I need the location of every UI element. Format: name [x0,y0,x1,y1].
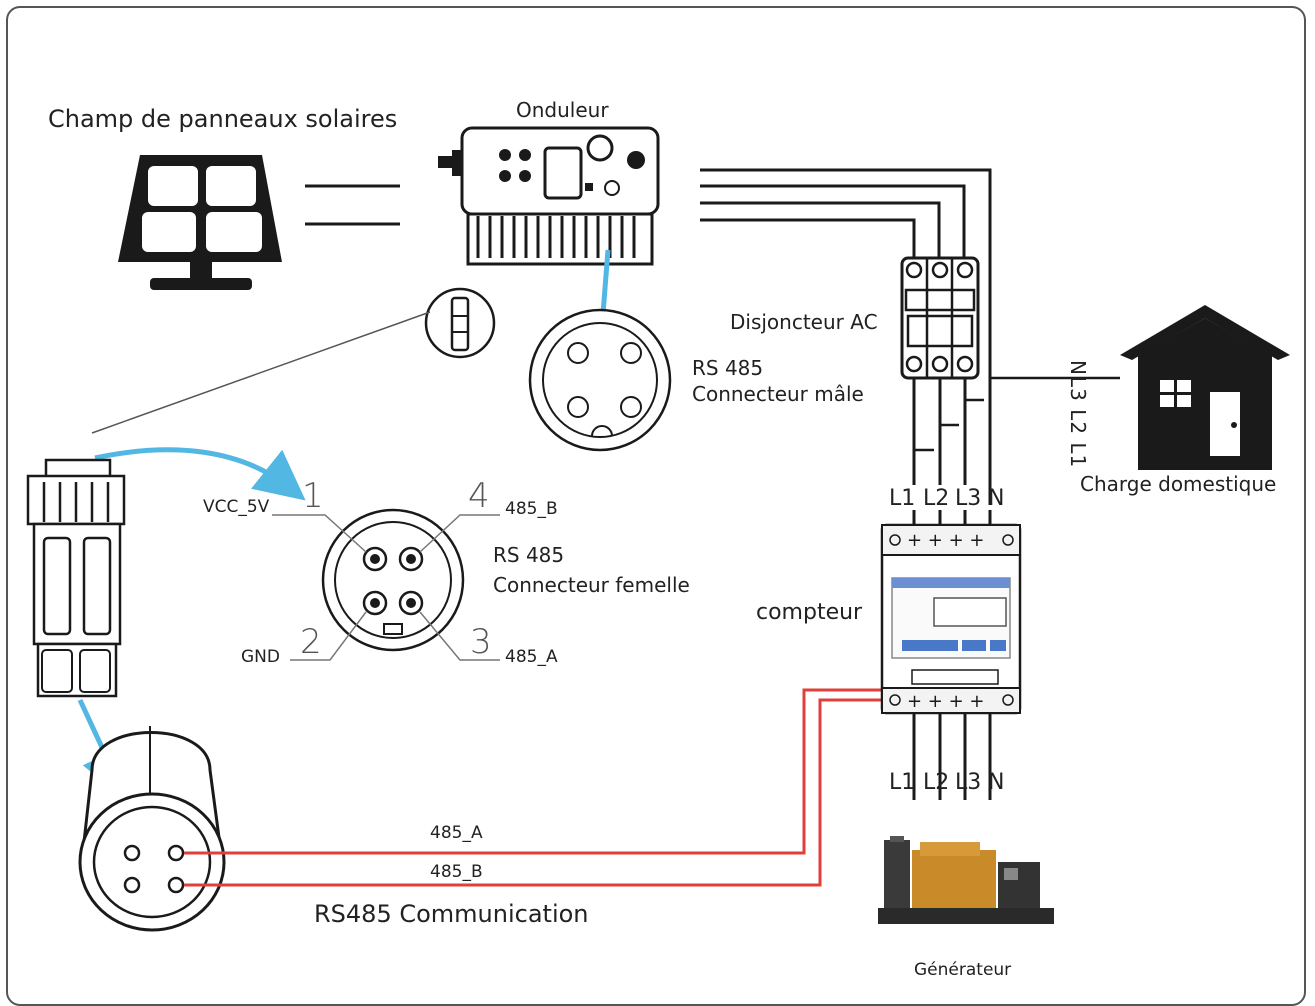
generator-icon [878,836,1054,924]
ac-breaker-icon [900,256,980,380]
arrow-to-female [94,447,306,501]
phase-l2-top: L2 [923,486,950,511]
connector-zoom-icon [424,287,496,359]
solar-panel-icon [118,155,282,290]
pin-1-label: 1 [302,476,324,516]
house-icon [1120,305,1290,470]
solar-array-label: Champ de panneaux solaires [48,105,398,133]
b485-pin-label: 485_B [505,499,558,519]
meter-input-lines [912,510,992,525]
inverter-label: Onduleur [516,98,609,122]
a485-wire-label: 485_A [430,823,483,843]
phase-l3-top: L3 [955,486,982,511]
phase-l2-bottom: L2 [923,770,950,795]
male-connector-label-1: RS 485 [692,356,764,380]
rs485-wires [184,672,992,887]
female-connector-label-1: RS 485 [493,543,565,567]
pin-3-label: 3 [470,622,492,662]
pin-2-label: 2 [300,622,322,662]
phase-n-bottom: N [988,770,1005,795]
phase-l1-bottom: L1 [889,770,916,795]
phase-n-top: N [988,486,1005,511]
ac-output-lines [700,168,992,505]
svg-text:+ + + +: + + + + [907,691,985,712]
phase-l3-bottom: L3 [955,770,982,795]
breaker-to-meter-lines [912,378,967,485]
zoom-leader-line [91,311,431,434]
cable-plug-icon [26,458,126,698]
female-connector-label-2: Connecteur femelle [493,573,690,597]
rs485-round-plug [78,726,226,932]
load-tap-lines [914,376,1120,452]
male-connector-label-2: Connecteur mâle [692,382,864,406]
phase-l1-top: L1 [889,486,916,511]
home-load-label: Charge domestique [1080,472,1277,496]
energy-meter-icon: + + + + + + + + [880,523,1022,715]
svg-text:+ + + +: + + + + [907,530,985,551]
vcc-pin-label: VCC_5V [203,497,270,517]
rs485-communication-label: RS485 Communication [314,900,589,928]
inverter-icon [438,126,660,266]
meter-to-generator-lines [912,713,992,800]
load-phases-label: NL3 L2 L1 [1066,360,1090,469]
b485-wire-label: 485_B [430,862,483,882]
generator-label: Générateur [914,960,1012,980]
a485-pin-label: 485_A [505,647,558,667]
meter-label: compteur [756,600,863,625]
breaker-label: Disjoncteur AC [730,310,878,334]
gnd-pin-label: GND [241,647,280,667]
pin-4-label: 4 [468,476,490,516]
rs485-male-connector [528,308,672,452]
